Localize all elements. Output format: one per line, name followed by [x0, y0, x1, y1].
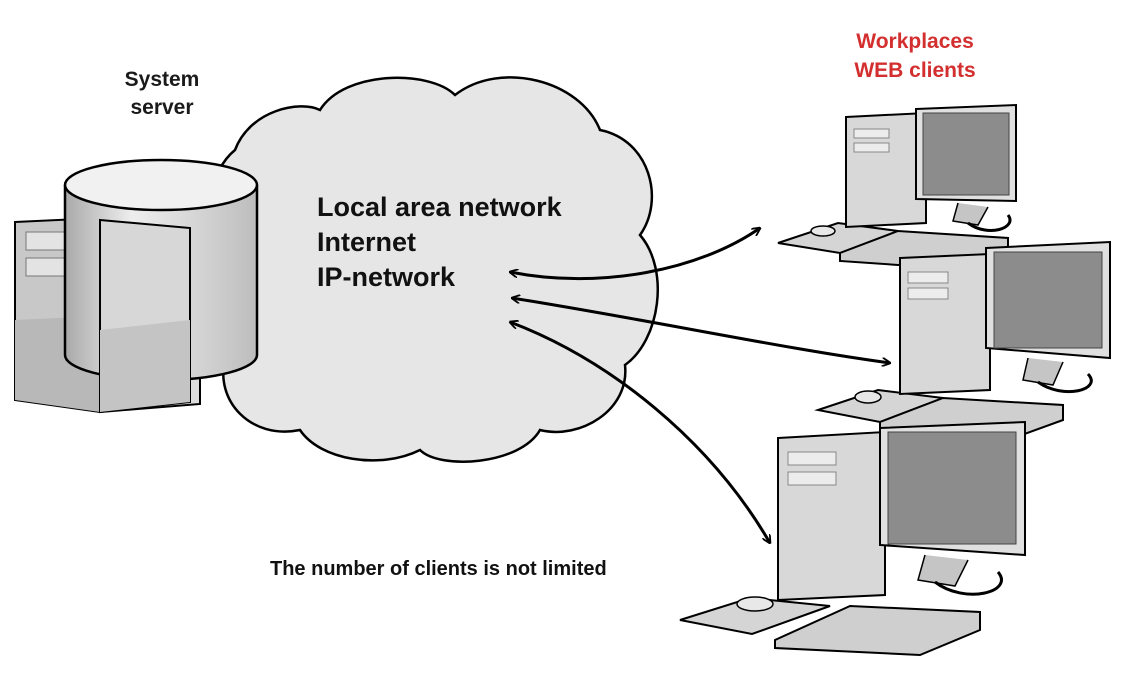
network-label: Local area network Internet IP-network: [317, 190, 562, 295]
network-label-line: Internet: [317, 227, 417, 257]
server-label-line: server: [130, 96, 194, 119]
server-icon: [14, 158, 259, 414]
clients-label: Workplaces WEB clients: [820, 27, 1010, 85]
network-label-line: IP-network: [317, 262, 456, 292]
workstation-icon: [814, 240, 1111, 442]
clients-limit-note: The number of clients is not limited: [270, 558, 607, 580]
workstation-icon: [777, 103, 1017, 271]
connection-arrow-3: [510, 322, 770, 543]
clients-label-line: WEB clients: [854, 59, 976, 82]
workstation-icon: [679, 420, 1026, 657]
network-label-line: Local area network: [317, 192, 562, 222]
connection-arrow-1: [510, 228, 760, 281]
clients-label-line: Workplaces: [856, 30, 974, 53]
server-label: System server: [92, 66, 232, 122]
server-label-line: System: [124, 68, 200, 91]
